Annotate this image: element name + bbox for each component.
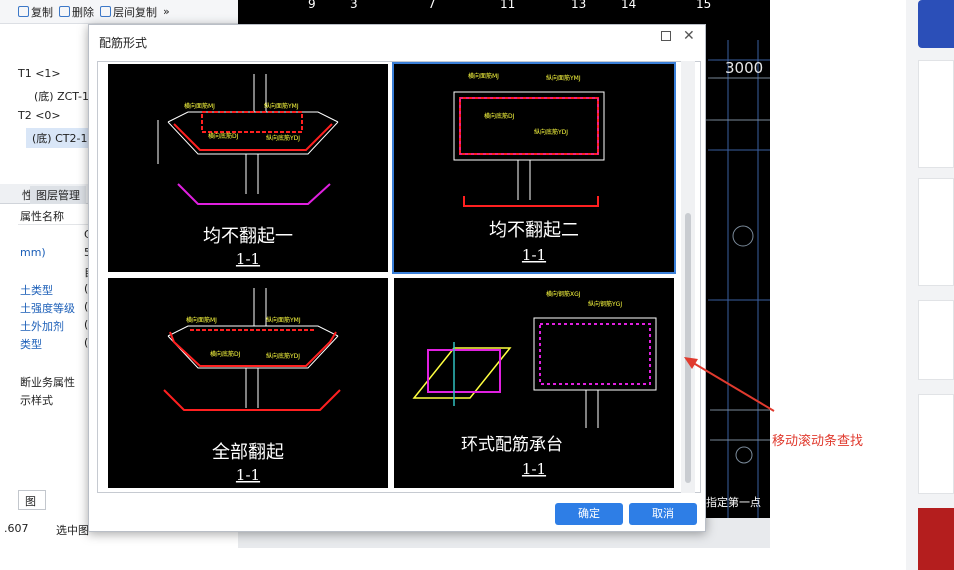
status-tag[interactable]: 图 [18,490,46,510]
layers-copy-icon [100,6,111,17]
prop-row-concrete-type[interactable]: 土类型 [20,284,53,297]
tree-item-t2[interactable]: T2 <0> [18,109,61,122]
side-card-1[interactable] [918,60,954,168]
coord-readout: .607 [4,522,29,535]
prop-value-7[interactable]: ( [84,336,89,349]
section-label: 1-1 [522,460,546,478]
label-long-top: 纵向面筋YMJ [266,316,301,324]
component-toolbar: 复制 删除 层间复制 » [0,0,238,24]
label-top: 横向面筋MJ [184,102,215,110]
section-label: 1-1 [236,466,260,484]
tab-layer-manage[interactable]: 图层管理 [30,186,86,204]
label-bottom: 横向底筋DJ [484,112,515,120]
option-caption: 全部翻起 [212,442,284,463]
label-long-bottom: 纵向底筋YDJ [266,134,300,142]
label-long-bottom: 纵向底筋YDJ [534,128,568,136]
annotation-arrow [684,357,775,412]
label-top: 横向面筋MJ [186,316,217,324]
toolbar-more-button[interactable]: » [163,5,170,18]
prop-row-display[interactable]: 示样式 [20,394,53,407]
option-no-bend-1[interactable]: 横向面筋MJ 纵向面筋YMJ 横向底筋DJ 纵向底筋YDJ 均不翻起一 1-1 [108,64,388,272]
prop-row-business[interactable]: 断业务属性 [20,376,75,389]
annotation-text: 移动滚动条查找 [772,434,864,449]
tree-item-zct1[interactable]: (底) ZCT-1 [34,90,89,103]
tree-item-ct2[interactable]: (底) CT2-1 [26,128,94,148]
tree-item-t1[interactable]: T1 <1> [18,67,61,80]
axis-label: 7 [428,0,436,11]
label-top: 横向面筋MJ [468,72,499,80]
prop-row-size[interactable]: mm) [20,246,46,259]
selected-readout: 选中图 [56,524,89,537]
option-all-bend[interactable]: 横向面筋MJ 纵向面筋YMJ 横向底筋DJ 纵向底筋YDJ 全部翻起 1-1 [108,278,388,488]
delete-button[interactable]: 删除 [59,4,94,20]
dimension-label: 3000 [725,59,763,77]
prop-row-admixture[interactable]: 土外加剂 [20,320,64,333]
option-caption: 均不翻起二 [489,220,579,241]
prop-value-5[interactable]: ( [84,300,89,313]
label-ring-h: 横向钢筋XGJ [546,290,581,298]
label-long-bottom: 纵向底筋YDJ [266,352,300,360]
rebar-diagram: 横向面筋MJ 纵向面筋YMJ 横向底筋DJ 纵向底筋YDJ 均不翻起二 1-1 [453,72,605,264]
side-card-3[interactable] [918,300,954,380]
option-caption: 环式配筋承台 [461,435,563,455]
axis-label: 14 [621,0,636,11]
axis-label: 11 [500,0,515,11]
label-long-top: 纵向面筋YMJ [264,102,299,110]
label-bottom: 横向底筋DJ [210,350,241,358]
trash-icon [59,6,70,17]
close-icon[interactable]: ✕ [683,28,695,44]
ok-button[interactable]: 确定 [555,503,623,525]
banner-thumb[interactable] [918,0,954,48]
prop-row-type[interactable]: 类型 [20,338,42,351]
prop-row-strength[interactable]: 土强度等级 [20,302,75,315]
rebar-diagram: 横向面筋MJ 纵向面筋YMJ 横向底筋DJ 纵向底筋YDJ 全部翻起 1-1 [163,288,341,484]
copy-button[interactable]: 复制 [18,4,53,20]
floor-copy-button[interactable]: 层间复制 [100,4,157,20]
prop-value-2[interactable]: 5 [84,246,91,259]
scrollbar-thumb[interactable] [685,213,691,483]
copy-icon [18,6,29,17]
side-card-4[interactable] [918,394,954,494]
rebar-form-dialog: 配筋形式 ✕ 横向面筋MJ 纵向面筋YMJ 横向底筋DJ [88,24,706,532]
prop-value-6[interactable]: ( [84,318,89,331]
cancel-button[interactable]: 取消 [629,503,697,525]
option-no-bend-2[interactable]: 横向面筋MJ 纵向面筋YMJ 横向底筋DJ 纵向底筋YDJ 均不翻起二 1-1 [392,62,676,274]
prop-header: 属性名称 [20,210,64,223]
axis-label: 9 [308,0,316,11]
side-card-2[interactable] [918,178,954,286]
dialog-title: 配筋形式 [99,36,148,50]
rebar-diagram: 横向面筋MJ 纵向面筋YMJ 横向底筋DJ 纵向底筋YDJ 均不翻起一 1-1 [157,74,339,268]
axis-label: 15 [696,0,711,11]
label-long-top: 纵向面筋YMJ [546,74,581,82]
tab-properties[interactable]: 性 [22,189,33,202]
label-bottom: 横向底筋DJ [208,132,239,140]
side-banner-red[interactable] [918,508,954,570]
label-ring-v: 纵向钢筋YGJ [588,300,622,308]
option-ring-cap[interactable]: 横向钢筋XGJ 纵向钢筋YGJ 环式配筋承台 1-1 [394,278,674,488]
option-list: 横向面筋MJ 纵向面筋YMJ 横向底筋DJ 纵向底筋YDJ 均不翻起一 1-1 … [97,61,701,493]
prop-value-4[interactable]: ( [84,282,89,295]
axis-label: 13 [571,0,586,11]
section-label: 1-1 [236,250,260,268]
option-caption: 均不翻起一 [203,226,293,247]
maximize-icon[interactable] [661,31,671,41]
rebar-diagram: 横向钢筋XGJ 纵向钢筋YGJ 环式配筋承台 1-1 [412,290,657,478]
axis-label: 3 [350,0,358,11]
section-label: 1-1 [522,246,546,264]
cad-hint: 指定第一点 [706,495,761,509]
prop-value-1[interactable]: C [84,228,92,241]
cad-drawing: 9 3 7 11 13 14 15 3000 指定第一点 [308,0,770,518]
